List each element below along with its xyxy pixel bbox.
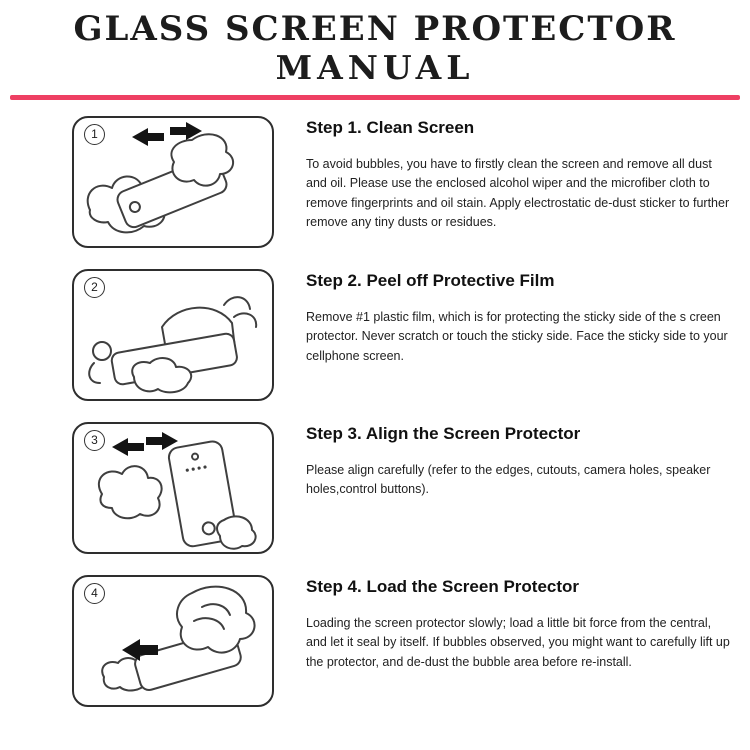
step-4-text: Step 4. Load the Screen Protector Loadin… (306, 575, 732, 672)
hand-icon (97, 465, 163, 520)
step-2-body: Remove #1 plastic film, which is for pro… (306, 309, 728, 363)
title-divider (10, 94, 740, 100)
step-1-number-badge: 1 (84, 123, 105, 145)
camera-dot-icon (191, 452, 200, 461)
pinched-corner-icon (92, 340, 112, 361)
step-row-4: 4 Step 4. Load the Screen Protector Load… (72, 574, 732, 707)
finger-icon (233, 312, 258, 328)
step-4-figure: 4 (72, 574, 274, 707)
step-row-3: 3 S (72, 421, 732, 554)
step-1-text: Step 1. Clean Screen To avoid bubbles, y… (306, 116, 732, 233)
phone-icon (167, 440, 238, 548)
hand-icon (131, 357, 193, 394)
hand-icon (216, 515, 257, 550)
finger-icon (201, 603, 231, 616)
peel-film-illustration (88, 296, 258, 394)
step-3-heading: Step 3. Align the Screen Protector (306, 423, 581, 443)
home-button-icon (201, 521, 216, 536)
arrow-left-icon (112, 437, 144, 456)
hand-icon (170, 133, 235, 187)
clean-screen-illustration (86, 121, 235, 234)
arrow-right-icon (146, 431, 178, 450)
step-3-number-badge: 3 (84, 429, 105, 451)
step-3-body: Please align carefully (refer to the edg… (306, 462, 711, 497)
finger-icon (88, 361, 101, 384)
step-1-body: To avoid bubbles, you have to firstly cl… (306, 156, 730, 230)
arrow-left-icon (132, 127, 164, 146)
step-4-body: Loading the screen protector slowly; loa… (306, 615, 730, 669)
step-2-figure: 2 (72, 268, 274, 401)
page-title-line2: MANUAL (275, 47, 475, 87)
step-4-number-badge: 4 (84, 582, 105, 604)
align-protector-illustration (97, 431, 257, 550)
finger-icon (223, 296, 251, 310)
step-2-text: Step 2. Peel off Protective Film Remove … (306, 269, 732, 366)
step-3-figure: 3 (72, 421, 274, 554)
finger-icon (193, 617, 225, 630)
page-title: GLASS SCREEN PROTECTOR MANUAL (0, 0, 750, 86)
steps-list: 1 Step 1. Clean Screen To avoid bubbles,… (0, 100, 750, 707)
step-3-text: Step 3. Align the Screen Protector Pleas… (306, 422, 732, 500)
arrow-right-icon (170, 121, 202, 140)
step-2-heading: Step 2. Peel off Protective Film (306, 270, 555, 290)
page-title-line1: GLASS SCREEN PROTECTOR (73, 9, 677, 49)
arrow-left-icon (122, 638, 158, 661)
step-row-2: 2 Step 2. Peel off Protective Film Remov… (72, 268, 732, 401)
step-1-figure: 1 (72, 115, 274, 248)
step-4-heading: Step 4. Load the Screen Protector (306, 576, 580, 596)
step-2-number-badge: 2 (84, 276, 105, 298)
load-protector-illustration (101, 585, 256, 692)
step-row-1: 1 Step 1. Clean Screen To avoid bubbles,… (72, 115, 732, 248)
step-1-heading: Step 1. Clean Screen (306, 117, 475, 137)
